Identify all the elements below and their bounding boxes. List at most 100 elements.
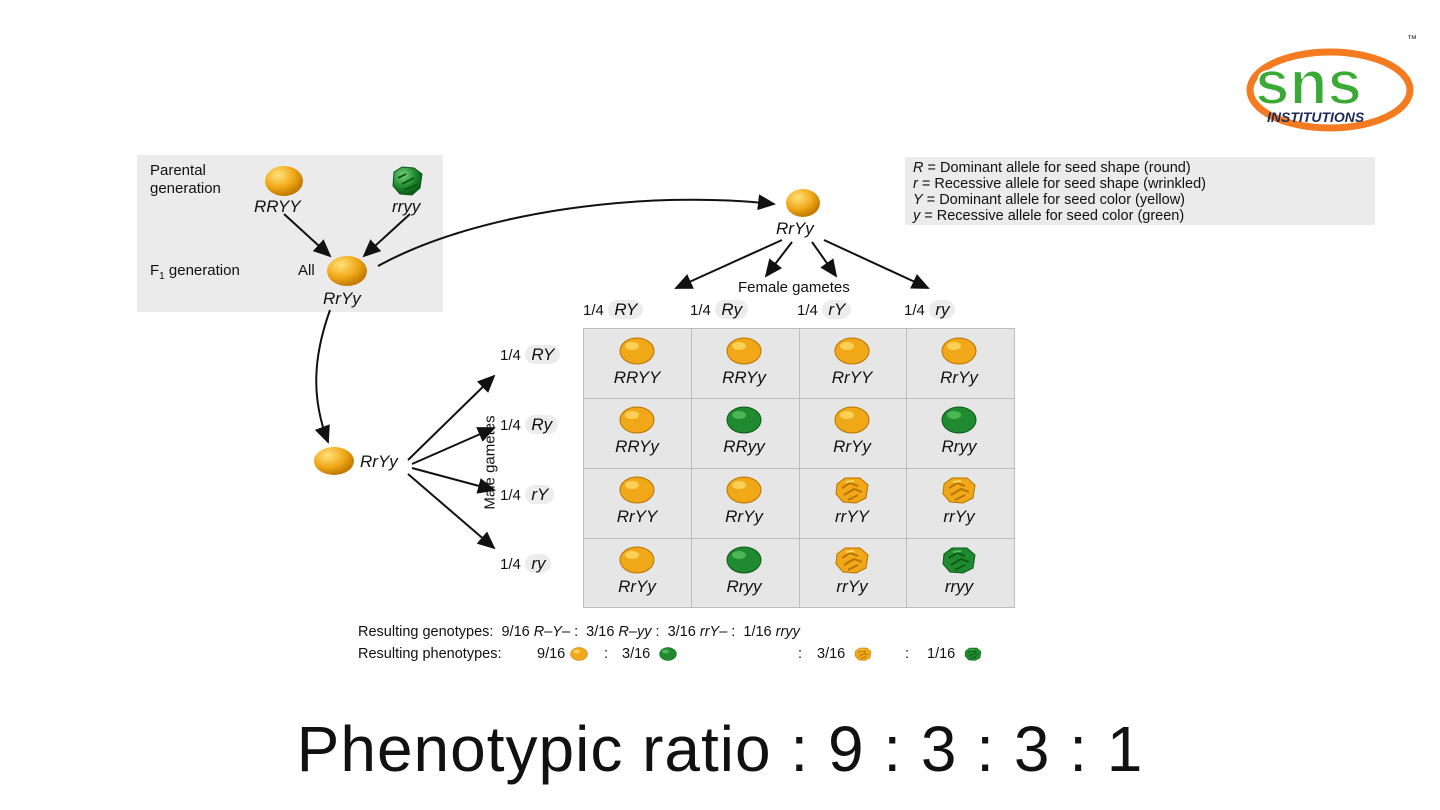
gamete-fraction: 1/4	[500, 417, 521, 434]
arrow-female-gamete-1	[674, 239, 783, 289]
female-gamete-4: 1/4 ry	[904, 300, 956, 320]
seed-icon-round-yellow	[619, 337, 655, 365]
genotype-fraction: 1/16	[743, 624, 772, 640]
cell-genotype: RRYy	[615, 437, 659, 456]
gamete-fraction: 1/4	[904, 302, 925, 319]
arrow-f1-to-male	[314, 309, 331, 444]
male-parent-genotype: RrYy	[360, 452, 398, 471]
gamete-fraction: 1/4	[797, 302, 818, 319]
cell-genotype: RRYy	[722, 368, 766, 387]
gamete-fraction: 1/4	[500, 487, 521, 504]
punnett-cell: rrYy	[799, 538, 905, 606]
female-gametes-label: Female gametes	[738, 279, 850, 296]
seed-parent-green-wrinkled	[392, 166, 423, 196]
seed-male-parent	[314, 447, 354, 475]
punnett-cell: RrYy	[906, 329, 1012, 397]
arrow-male-gamete-4	[407, 473, 496, 550]
arrow-p2-to-f1	[362, 213, 411, 258]
phenotype-fraction: 3/16	[622, 646, 651, 662]
gamete-allele: rY	[822, 300, 852, 319]
legend-text: = Recessive allele for seed color (green…	[920, 208, 1185, 224]
cell-genotype: RrYY	[831, 368, 873, 387]
separator: :	[655, 624, 660, 640]
seed-icon-round-yellow	[726, 476, 762, 504]
female-gamete-header: 1/4 RY 1/4 Ry 1/4 rY 1/4 ry	[583, 300, 1015, 324]
seed-icon-round-green	[726, 546, 762, 574]
punnett-cell: rrYy	[906, 468, 1012, 536]
legend-line-y: y = Recessive allele for seed color (gre…	[913, 208, 1375, 224]
f1-genotype: RrYy	[323, 289, 361, 308]
seed-icon-wrinkled-green	[964, 647, 982, 661]
logo-tm: ™	[1407, 34, 1417, 45]
seed-f1	[327, 256, 367, 286]
cell-genotype: RrYy	[618, 577, 656, 596]
punnett-cell: RRYy	[691, 329, 797, 397]
separator: :	[731, 624, 736, 640]
punnett-cell: Rryy	[906, 398, 1012, 466]
phenotype-fraction: 9/16	[537, 646, 566, 662]
legend-symbol: y	[913, 208, 921, 224]
gamete-allele: ry	[929, 300, 956, 319]
seed-icon-wrinkled-yellow	[854, 647, 872, 661]
cell-genotype: rryy	[944, 577, 974, 596]
seed-icon-round-yellow	[941, 337, 977, 365]
gamete-allele: Ry	[525, 415, 559, 434]
male-gamete-2: 1/4 Ry	[500, 415, 559, 435]
seed-icon-round-yellow	[619, 476, 655, 504]
punnett-cell: RRYY	[584, 329, 690, 397]
male-gametes-label: Male gametes	[481, 415, 499, 510]
seed-icon-round-yellow	[619, 546, 655, 574]
seed-icon-round-yellow	[570, 647, 588, 661]
separator: :	[604, 646, 609, 662]
punnett-cell: rryy	[906, 538, 1012, 606]
phenotype-fraction: 3/16	[817, 646, 846, 662]
gamete-allele: RY	[525, 345, 561, 364]
female-gamete-1: 1/4 RY	[583, 300, 644, 320]
cell-genotype: RrYy	[725, 507, 763, 526]
phenotypes-label: Resulting phenotypes:	[358, 646, 502, 662]
separator: :	[905, 646, 910, 662]
punnett-cell: RRYy	[584, 398, 690, 466]
arrow-female-gamete-3	[811, 241, 838, 278]
legend-line-r: r = Recessive allele for seed shape (wri…	[913, 176, 1375, 192]
arrow-male-gamete-1	[407, 374, 496, 461]
genotypes-label: Resulting genotypes:	[358, 624, 494, 640]
male-gamete-1: 1/4 RY	[500, 345, 561, 365]
separator: :	[574, 624, 579, 640]
f1-label: F1 generation	[150, 262, 240, 282]
legend-text: = Dominant allele for seed shape (round)	[923, 160, 1191, 176]
genotype-class: rryy	[775, 624, 800, 640]
gamete-allele: rY	[525, 485, 555, 504]
genotype-fraction: 3/16	[586, 624, 615, 640]
cell-genotype: RrYY	[616, 507, 658, 526]
legend-text: = Dominant allele for seed color (yellow…	[922, 192, 1185, 208]
arrow-f1-to-female	[377, 194, 776, 267]
arrow-female-gamete-4	[823, 239, 930, 289]
punnett-cell: RrYy	[584, 538, 690, 606]
legend-text: = Recessive allele for seed shape (wrink…	[917, 176, 1206, 192]
male-gamete-3: 1/4 rY	[500, 485, 555, 505]
legend-symbol: R	[913, 160, 924, 176]
seed-icon-wrinkled-yellow	[835, 477, 869, 504]
phenotypic-ratio-caption: Phenotypic ratio : 9 : 3 : 3 : 1	[296, 713, 1144, 785]
cell-genotype: RRYY	[613, 368, 661, 387]
seed-icon-wrinkled-green	[942, 547, 976, 574]
legend-line-R: R = Dominant allele for seed shape (roun…	[913, 160, 1375, 176]
f1-label-f: F	[150, 262, 160, 279]
logo-mark: sns ™ INSTITUTIONS	[1246, 34, 1417, 132]
gamete-fraction: 1/4	[500, 347, 521, 364]
logo-subtitle: INSTITUTIONS	[1267, 109, 1365, 125]
seed-female-parent	[786, 189, 820, 217]
cell-genotype: Rryy	[726, 577, 762, 596]
punnett-cell: RrYY	[799, 329, 905, 397]
seed-icon-round-yellow	[834, 337, 870, 365]
cell-genotype: RrYy	[940, 368, 978, 387]
seed-icon-wrinkled-yellow	[942, 477, 976, 504]
seed-icon-round-green	[941, 406, 977, 434]
parental-label-line2: generation	[150, 180, 221, 197]
gamete-fraction: 1/4	[500, 556, 521, 573]
gamete-fraction: 1/4	[690, 302, 711, 319]
genotype-fraction: 9/16	[501, 624, 530, 640]
